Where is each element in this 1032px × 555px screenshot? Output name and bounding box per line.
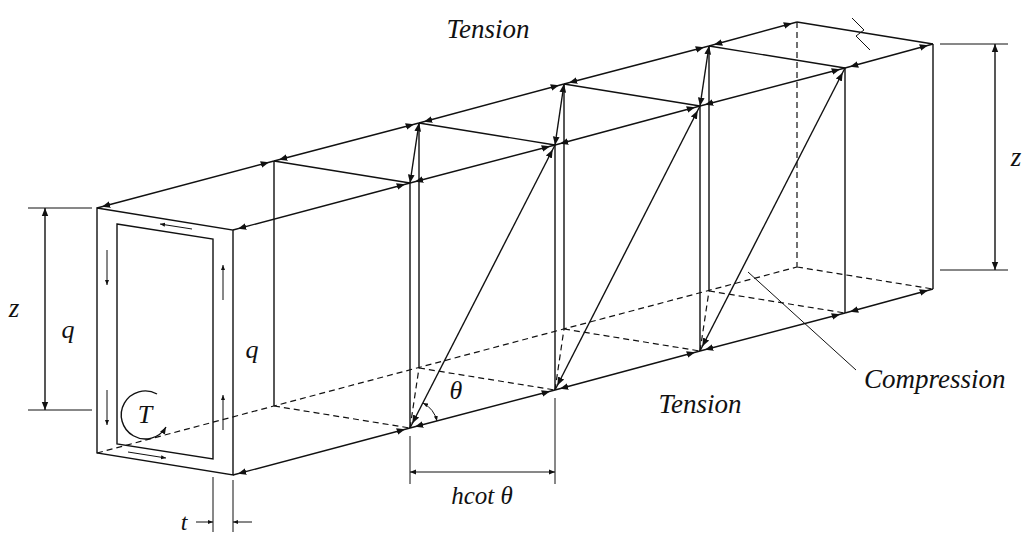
extension-line (410, 398, 555, 484)
back-verticals (274, 46, 709, 406)
front-verticals (410, 68, 845, 428)
shear-flow-arrow (107, 390, 108, 425)
dimension-label: z (1009, 143, 1024, 173)
force-label: Tension (656, 390, 743, 420)
leader-line (748, 272, 856, 370)
angle-label: θ (448, 377, 465, 406)
compression-strut (555, 106, 700, 390)
extension-line (28, 208, 92, 410)
compression-strut (410, 145, 555, 428)
compression-strut (700, 68, 845, 351)
chord-member (564, 46, 709, 84)
longitudinal-chords (97, 22, 933, 475)
chord-member (410, 145, 555, 183)
shear-flow-arrow (160, 224, 192, 229)
shear-flow-label: q (244, 336, 261, 365)
shear-flow-arrow (107, 250, 108, 285)
chord-member (410, 390, 555, 428)
shear-flow-label: q (60, 316, 77, 345)
chord-member (845, 44, 933, 68)
far-end-hidden-edge (797, 22, 933, 289)
compression-strut (700, 46, 709, 106)
extension-line (940, 44, 1008, 270)
extension-line (213, 477, 233, 532)
chord-member (274, 123, 419, 161)
torque-label: T (136, 401, 154, 430)
dimension-label: hcot θ (449, 482, 515, 510)
chord-member (700, 313, 845, 351)
chord-member (233, 183, 410, 230)
dimension-arrow (196, 522, 213, 523)
dimension-arrow (44, 208, 45, 410)
compression-strut (410, 123, 419, 183)
chord-member (845, 289, 933, 313)
shear-flow-arrow (223, 265, 224, 300)
torque-arrow (121, 391, 166, 439)
top-rungs (274, 46, 845, 183)
chord-member (709, 22, 797, 46)
chord-member (555, 351, 700, 390)
dimension-arrow (410, 472, 555, 473)
force-label: Compression (862, 365, 1008, 395)
shear-flow-arrow (223, 395, 224, 430)
far-end-edge (797, 22, 933, 289)
bottom-rungs (274, 291, 845, 428)
dimension-arrow (233, 522, 252, 523)
shear-flow-arrow (128, 452, 166, 458)
hidden-edge (97, 267, 797, 453)
force-label: Tension (444, 15, 531, 45)
angle-arc (423, 403, 437, 421)
chord-member (233, 428, 410, 475)
end-face-inner (117, 224, 213, 459)
chord-member (97, 161, 274, 208)
break-mark (852, 18, 870, 50)
dimension-label: t (179, 509, 190, 535)
dimension-arrow (994, 44, 995, 270)
dimension-label: z (7, 294, 22, 324)
chord-member (555, 106, 700, 145)
chord-member (419, 84, 564, 123)
compression-strut (555, 84, 564, 145)
chord-member (700, 68, 845, 106)
